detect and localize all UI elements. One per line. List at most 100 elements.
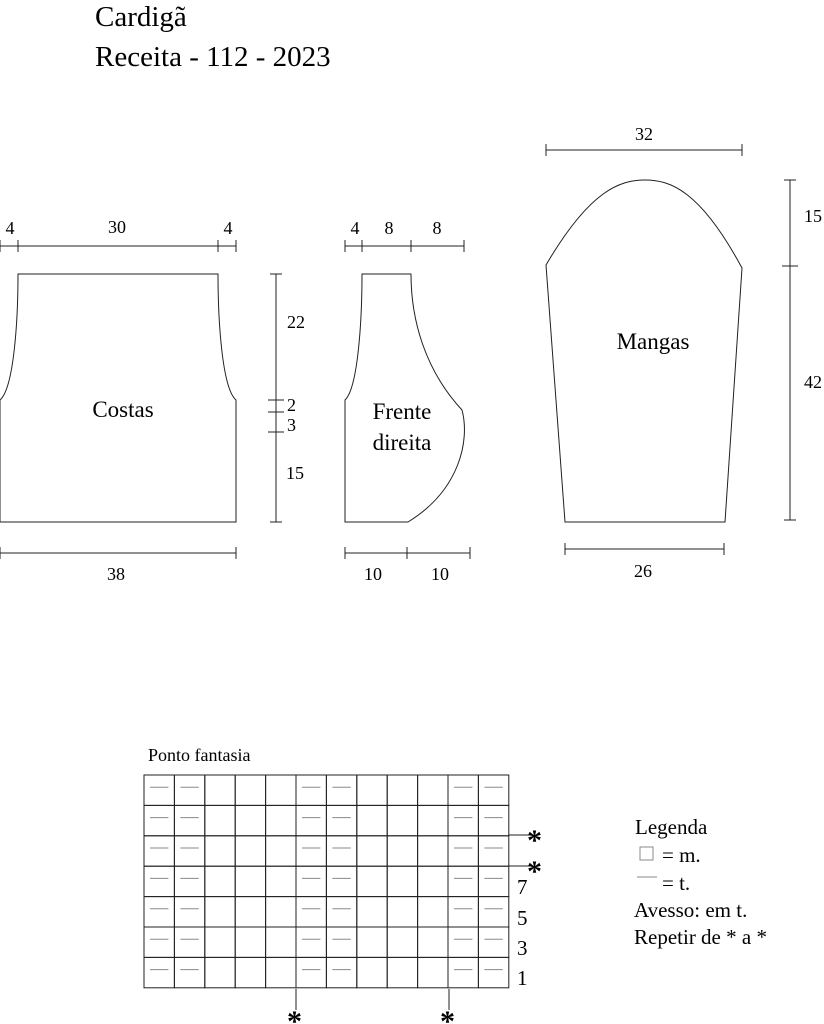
chart-cell [234, 774, 267, 806]
stitch-chart-grid [143, 774, 510, 989]
pattern-title: Cardigã [95, 1, 187, 33]
chart-cell [143, 956, 175, 989]
chart-cell [477, 926, 510, 958]
back-side-b-dim: 3 [287, 415, 296, 435]
chart-cell [265, 956, 297, 989]
sleeve-side-top-dim: 15 [804, 206, 822, 226]
chart-cell [447, 896, 479, 928]
chart-cell [386, 835, 419, 867]
chart-cell [477, 956, 510, 989]
row-number-1: 1 [517, 966, 528, 990]
chart-cell [295, 896, 327, 928]
back-top-left-dim: 4 [6, 218, 15, 238]
chart-cell [325, 804, 358, 837]
chart-cell [386, 956, 419, 989]
chart-cell [173, 804, 206, 837]
legend-repeat: Repetir de * a * [634, 925, 767, 949]
chart-cell [295, 865, 327, 898]
row-number-7: 7 [517, 875, 528, 899]
chart-cell [356, 774, 388, 806]
back-label: Costas [92, 397, 153, 422]
chart-cell [386, 774, 419, 806]
chart-cell [265, 835, 297, 867]
chart-cell [477, 896, 510, 928]
back-side-top-dim: 22 [287, 312, 305, 332]
chart-cell [234, 956, 267, 989]
back-side-bottom-dim: 15 [286, 463, 304, 483]
back-bottom-dim: 38 [107, 564, 125, 584]
chart-cell [173, 926, 206, 958]
front-top-c-dim: 8 [433, 218, 442, 238]
chart-cell [417, 926, 449, 958]
chart-cell [325, 835, 358, 867]
chart-cell [265, 926, 297, 958]
chart-cell [204, 774, 236, 806]
sleeve-top-dim: 32 [635, 124, 653, 144]
back-piece: Costas 4 30 4 22 2 3 15 38 [0, 217, 305, 584]
row-number-5: 5 [517, 906, 528, 930]
chart-cell [265, 865, 297, 898]
legend-purl-text: = t. [662, 871, 690, 895]
chart-cell [477, 865, 510, 898]
front-top-a-dim: 4 [351, 218, 360, 238]
front-right-piece: Frente direita 4 8 8 10 10 [344, 218, 471, 584]
chart-cell [234, 896, 267, 928]
chart-cell [143, 926, 175, 958]
chart-cell [204, 835, 236, 867]
chart-cell [356, 926, 388, 958]
chart-cell [386, 896, 419, 928]
chart-cell [417, 804, 449, 837]
chart-cell [143, 896, 175, 928]
front-bottom-a-dim: 10 [364, 564, 382, 584]
chart-cell [325, 956, 358, 989]
chart-cell [417, 896, 449, 928]
chart-cell [325, 926, 358, 958]
chart-cell [204, 926, 236, 958]
chart-cell [295, 956, 327, 989]
repeat-marker-right: * [440, 1005, 455, 1024]
chart-cell [143, 774, 175, 806]
chart-cell [173, 956, 206, 989]
chart-cell [204, 865, 236, 898]
repeat-marker-left: * [287, 1005, 302, 1024]
row-number-3: 3 [517, 936, 528, 960]
chart-cell [265, 896, 297, 928]
chart-cell [356, 865, 388, 898]
chart-cell [356, 956, 388, 989]
knit-square-icon [639, 846, 654, 861]
sleeve-outline [545, 179, 743, 523]
chart-cell [173, 896, 206, 928]
back-top-right-dim: 4 [224, 218, 233, 238]
chart-cell [447, 865, 479, 898]
chart-cell [143, 865, 175, 898]
chart-cell [447, 835, 479, 867]
chart-cell [477, 835, 510, 867]
chart-cell [356, 835, 388, 867]
front-label-line1: Frente [373, 399, 432, 424]
chart-cell [477, 774, 510, 806]
back-top-mid-dim: 30 [108, 217, 126, 237]
chart-cell [386, 804, 419, 837]
chart-cell [204, 956, 236, 989]
front-bottom-b-dim: 10 [431, 564, 449, 584]
chart-cell [173, 774, 206, 806]
sleeve-bottom-dim: 26 [634, 561, 652, 581]
chart-cell [447, 956, 479, 989]
chart-cell [477, 804, 510, 837]
chart-cell [356, 896, 388, 928]
chart-cell [447, 926, 479, 958]
sleeve-side-bottom-dim: 42 [804, 372, 822, 392]
chart-cell [143, 804, 175, 837]
back-side-a-dim: 2 [287, 395, 296, 415]
repeat-marker-top: * [527, 824, 542, 857]
chart-cell [295, 774, 327, 806]
chart-cell [204, 896, 236, 928]
chart-cell [417, 865, 449, 898]
chart-cell [234, 865, 267, 898]
chart-cell [417, 835, 449, 867]
chart-cell [447, 774, 479, 806]
chart-cell [356, 804, 388, 837]
chart-cell [447, 804, 479, 837]
chart-cell [325, 774, 358, 806]
